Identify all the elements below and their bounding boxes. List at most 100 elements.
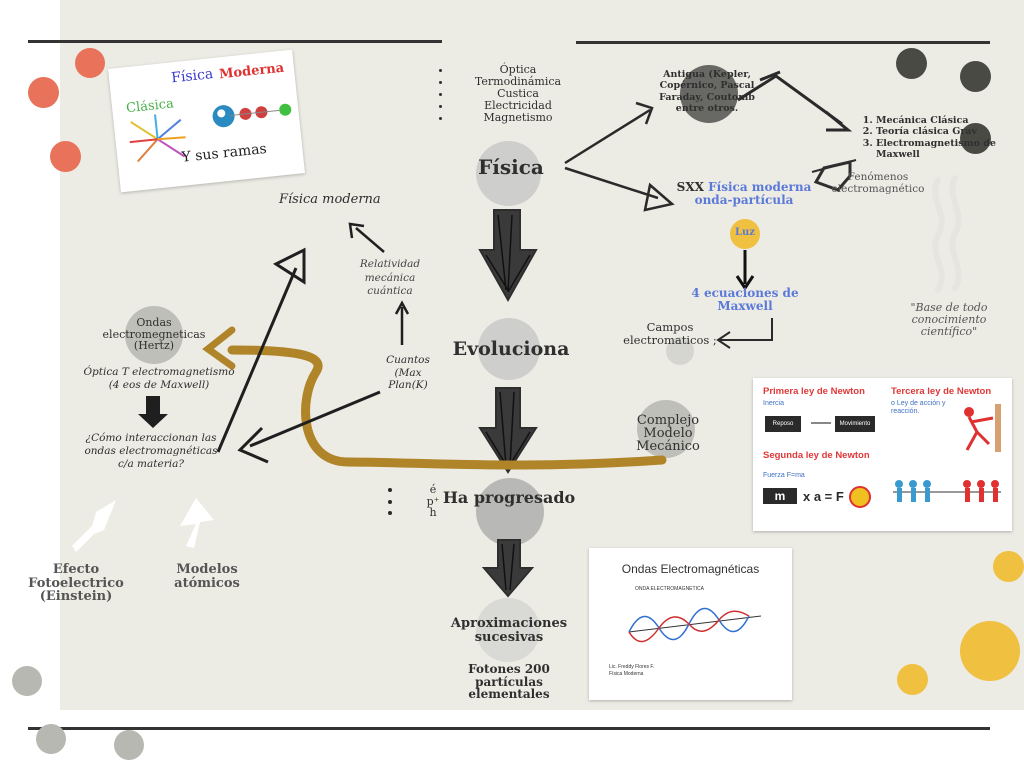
bottom-rule [28, 727, 990, 730]
clasica-item: Teoría clásica Grav [876, 126, 998, 137]
down-arrow-1 [478, 209, 538, 303]
cuantos-arrow [394, 300, 410, 345]
reposo-cart: Reposo [765, 416, 801, 432]
campos-node-circle [666, 337, 694, 365]
clasica-item: Mecánica Clásica [876, 115, 998, 126]
moderna-word: Moderna [218, 60, 285, 83]
tercera-ley-title: Tercera ley de Newton [891, 386, 992, 397]
campos-node: Campos electromaticos ; [623, 320, 717, 347]
fisica-moderna-text: Física moderna [279, 192, 381, 207]
sxx-node: SXX Física moderna onda-partícula [676, 180, 812, 208]
ha-progresado-node: Ha progresado [442, 488, 576, 507]
push-wall-illustration [964, 404, 1001, 452]
fisica-word: Física [170, 66, 215, 87]
branch-item: Custica [452, 88, 584, 100]
antigua-node: Antigua (Kepler, Copérnico, Pascal Farad… [659, 69, 755, 115]
fenomenos-arrow [811, 159, 857, 192]
grey-dot [36, 724, 66, 754]
efecto-fotoelectrico-text: Efecto Fotoelectrico (Einstein) [28, 562, 124, 605]
cuantos-to-question-arrow [237, 390, 381, 464]
ondas-card-sub: ONDA ELECTROMAGNETICA [635, 586, 704, 592]
fisica-node: Física [478, 155, 544, 179]
clasica-list: Mecánica Clásica Teoría clásica Grav Ele… [858, 115, 998, 161]
particle-item: h [429, 506, 437, 520]
mass-block: m [763, 488, 797, 504]
wavy-lines-decoration [932, 175, 962, 293]
sus-ramas-text: Y sus ramas [180, 140, 268, 166]
motion-lines [811, 422, 831, 424]
accion-label: o Ley de acción y reacción. [891, 400, 946, 416]
orange-dot [50, 141, 81, 172]
top-left-rule [28, 40, 442, 43]
campos-arrow [716, 318, 773, 349]
formula-text: x a = F [803, 489, 844, 504]
ondas-card-title: Ondas Electromagnéticas [621, 562, 760, 576]
yellow-dot [960, 621, 1020, 681]
particle-item: é [429, 483, 437, 496]
primera-ley-title: Primera ley de Newton [763, 386, 865, 397]
luz-arrow [735, 250, 755, 291]
diagonal-arrow-up [216, 247, 306, 453]
dark-dot [896, 48, 927, 79]
inercia-label: Inercia [763, 400, 785, 407]
optica-down-arrow [138, 396, 168, 428]
reposo-label: Reposo [772, 421, 794, 427]
fuerza-label: Fuerza F=ma [763, 472, 805, 479]
aproximaciones-node: Aproximaciones sucesivas [450, 616, 568, 646]
particle-item: p⁺ [426, 494, 440, 508]
evoluciona-node: Evoluciona [452, 338, 570, 360]
sxx-prefix: SXX [676, 180, 704, 194]
fisica-ramas-card: Física Moderna Clásica Y sus ramas [108, 49, 305, 193]
clasica-item: Electromagnetismo de Maxwell [876, 138, 998, 161]
down-arrow-3 [481, 539, 535, 598]
particles-list: é p⁺ h [424, 484, 442, 519]
ondas-card-author: Lic. Freddy Flores F. [609, 664, 655, 670]
base-conocimiento-text: "Base de todo conocimiento científico" [910, 301, 988, 339]
white-up-arrows [72, 498, 214, 552]
fisica-branch-arrows [564, 101, 675, 212]
fisica-node-circle [476, 141, 541, 206]
progresado-node-circle [476, 478, 544, 546]
ondas-card-course: Física Moderna [609, 671, 644, 677]
yellow-dot [993, 551, 1024, 582]
complejo-node: Complejo Modelo Mecánico [636, 413, 700, 454]
particle-bullets [388, 488, 392, 515]
grey-dot [114, 730, 144, 760]
optica-t-text: Óptica T electromagnetismo (4 eos de Max… [83, 366, 235, 391]
orange-dot [75, 48, 105, 78]
branches-list: Óptica Termodinámica Custica Electricida… [436, 63, 584, 124]
evoluciona-node-circle [478, 318, 540, 380]
orange-dot [28, 77, 59, 108]
dark-dot [960, 123, 991, 154]
rays-illustration [129, 114, 186, 163]
luz-node-circle [730, 219, 760, 249]
top-right-rule [576, 41, 990, 44]
dark-dot [960, 61, 991, 92]
newton-laws-card: Primera ley de Newton Inercia Reposo Mov… [753, 378, 1012, 531]
yellow-dot [897, 664, 928, 695]
tug-of-war-illustration [893, 480, 1001, 502]
luz-label: Luz [735, 227, 755, 238]
modelos-atomicos-text: Modelos atómicos [174, 562, 240, 591]
branch-item: Termodinámica [452, 75, 584, 88]
cuantos-text: Cuantos (Max Plan(K) [386, 354, 430, 392]
grey-dot [12, 666, 42, 696]
aproximaciones-node-circle [476, 598, 540, 662]
branch-item: Magnetismo [452, 112, 584, 124]
relatividad-text: Relatividad mecánica cuántica [359, 258, 421, 298]
wave-illustration [628, 607, 762, 643]
antigua-node-circle [680, 65, 738, 123]
ondas-electromagneticas-card: Ondas Electromagnéticas ONDA ELECTROMAGN… [589, 548, 792, 700]
como-interaccionan-text: ¿Cómo interaccionan las ondas electromag… [84, 432, 218, 471]
atoms-illustration [212, 103, 292, 128]
segunda-ley-title: Segunda ley de Newton [763, 450, 870, 461]
antigua-arrow [737, 70, 853, 132]
ondas-hertz-text: Ondas electromegneticas (Hertz) [102, 316, 206, 353]
sxx-blue: Física moderna onda-partícula [694, 180, 812, 208]
hertz-node-circle [125, 306, 183, 364]
relatividad-arrow [348, 222, 385, 253]
fotones-node: Fotones 200 partículas elementales [468, 662, 550, 702]
gold-curved-arrow [202, 326, 667, 470]
